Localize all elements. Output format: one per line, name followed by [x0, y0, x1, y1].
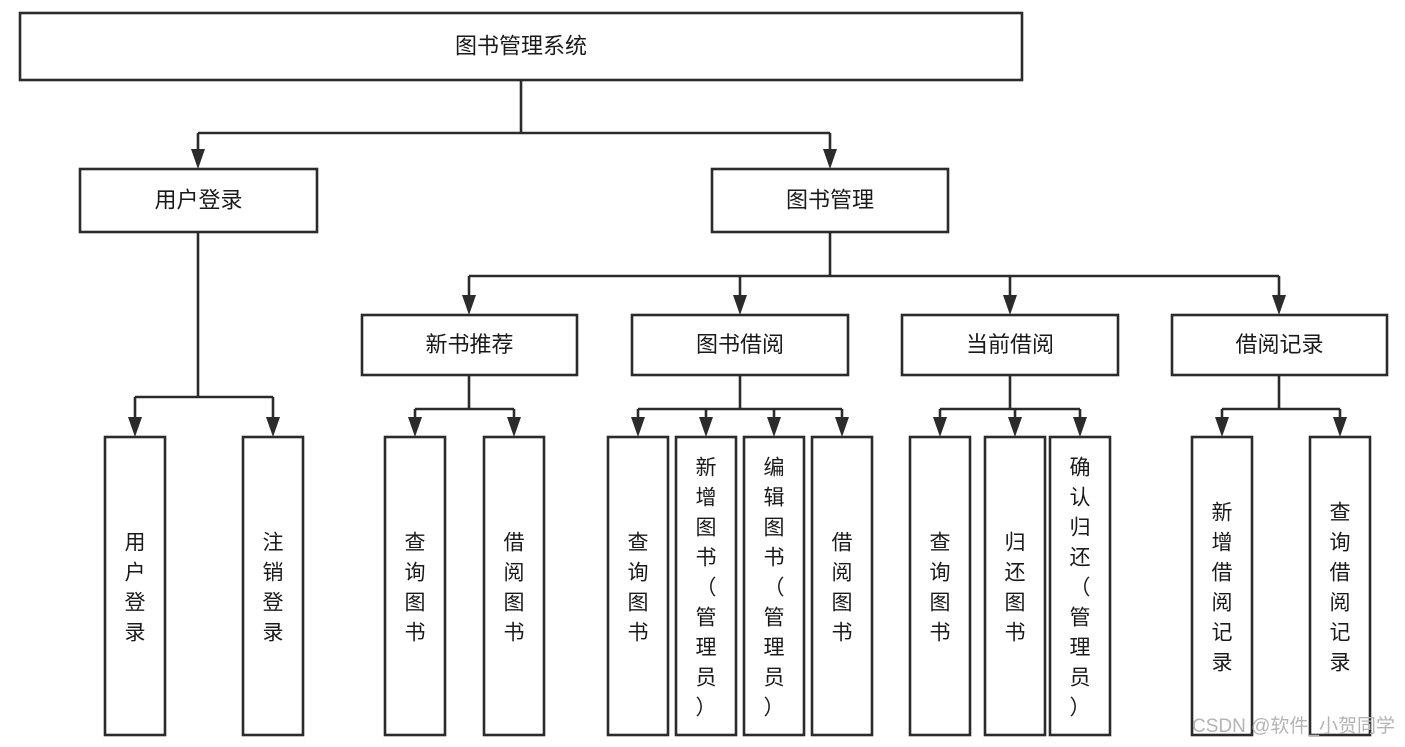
arrow-head-icon — [266, 417, 280, 437]
node-root[interactable]: 图书管理系统 — [18, 11, 1024, 82]
arrow-head-icon — [823, 149, 837, 169]
node-label-leaf-bb-add: 新增图书（管理员） — [696, 456, 717, 719]
node-leaf-bb-borrow[interactable]: 借阅图书 — [810, 435, 874, 737]
node-label-leaf-br-query: 查询借阅记录 — [1330, 501, 1351, 674]
arrow-head-icon — [631, 417, 645, 437]
arrow-head-icon — [767, 417, 781, 437]
connector-currentborrow-to-leaves — [933, 375, 1087, 437]
node-box-current-borrow[interactable] — [900, 313, 1120, 377]
connector-bookborrow-to-leaves — [631, 375, 849, 437]
node-label-leaf-user-login: 用户登录 — [125, 531, 146, 644]
node-leaf-logout[interactable]: 注销登录 — [241, 435, 305, 737]
node-book-borrow[interactable]: 图书借阅 — [630, 313, 850, 377]
node-box-user-login[interactable] — [78, 167, 319, 234]
node-leaf-bb-query[interactable]: 查询图书 — [606, 435, 670, 737]
arrow-head-icon — [128, 417, 142, 437]
arrow-head-icon — [1003, 295, 1017, 315]
nodes-layer: 图书管理系统用户登录图书管理新书推荐图书借阅当前借阅借阅记录用户登录注销登录查询… — [18, 11, 1389, 737]
node-label-leaf-cb-query: 查询图书 — [930, 531, 951, 644]
arrow-head-icon — [1333, 417, 1347, 437]
node-leaf-cb-confirm[interactable]: 确认归还（管理员） — [1048, 435, 1112, 737]
node-box-leaf-br-add[interactable] — [1190, 435, 1254, 737]
connector-root-to-level1 — [191, 80, 837, 169]
node-leaf-user-login[interactable]: 用户登录 — [103, 435, 167, 737]
node-label-current-borrow: 当前借阅 — [966, 332, 1054, 357]
node-leaf-br-add[interactable]: 新增借阅记录 — [1190, 435, 1254, 737]
node-label-user-login: 用户登录 — [154, 187, 242, 212]
node-box-book-borrow[interactable] — [630, 313, 850, 377]
node-box-leaf-bb-borrow[interactable] — [810, 435, 874, 737]
node-user-login[interactable]: 用户登录 — [78, 167, 319, 234]
node-box-root[interactable] — [18, 11, 1024, 82]
node-box-new-book-rec[interactable] — [360, 313, 579, 377]
node-new-book-rec[interactable]: 新书推荐 — [360, 313, 579, 377]
arrow-head-icon — [408, 417, 422, 437]
node-label-book-borrow: 图书借阅 — [696, 332, 784, 357]
connector-borrowrecord-to-leaves — [1215, 375, 1347, 437]
node-box-leaf-cb-query[interactable] — [908, 435, 972, 737]
node-leaf-cb-query[interactable]: 查询图书 — [908, 435, 972, 737]
node-box-leaf-rec-query[interactable] — [383, 435, 447, 737]
connector-bookmanage-to-level2 — [462, 232, 1286, 315]
arrow-head-icon — [507, 417, 521, 437]
node-box-leaf-cb-return[interactable] — [983, 435, 1047, 737]
node-label-leaf-rec-borrow: 借阅图书 — [504, 531, 525, 644]
node-box-leaf-cb-confirm[interactable] — [1048, 435, 1112, 737]
arrow-head-icon — [733, 295, 747, 315]
node-label-leaf-cb-return: 归还图书 — [1005, 531, 1026, 644]
node-label-new-book-rec: 新书推荐 — [425, 332, 513, 357]
node-label-leaf-rec-query: 查询图书 — [405, 531, 426, 644]
arrow-head-icon — [835, 417, 849, 437]
node-box-leaf-user-login[interactable] — [103, 435, 167, 737]
csdn-watermark: CSDN @软件_小贺同学 — [1192, 715, 1395, 737]
arrow-head-icon — [1215, 417, 1229, 437]
node-label-leaf-logout: 注销登录 — [263, 531, 284, 644]
node-current-borrow[interactable]: 当前借阅 — [900, 313, 1120, 377]
node-borrow-record[interactable]: 借阅记录 — [1170, 313, 1389, 377]
node-leaf-rec-query[interactable]: 查询图书 — [383, 435, 447, 737]
node-label-book-manage: 图书管理 — [786, 187, 874, 212]
arrow-head-icon — [933, 417, 947, 437]
node-label-borrow-record: 借阅记录 — [1235, 332, 1323, 357]
node-leaf-bb-add[interactable]: 新增图书（管理员） — [674, 435, 738, 737]
arrow-head-icon — [1008, 417, 1022, 437]
node-label-leaf-cb-confirm: 确认归还（管理员） — [1070, 456, 1091, 719]
node-book-manage[interactable]: 图书管理 — [710, 167, 950, 234]
arrow-head-icon — [699, 417, 713, 437]
node-box-borrow-record[interactable] — [1170, 313, 1389, 377]
node-box-leaf-rec-borrow[interactable] — [482, 435, 546, 737]
connector-userlogin-to-leaves — [128, 232, 280, 437]
node-label-root: 图书管理系统 — [455, 33, 587, 58]
connectors-layer — [128, 80, 1347, 437]
node-box-leaf-logout[interactable] — [241, 435, 305, 737]
node-label-leaf-bb-edit: 编辑图书（管理员） — [764, 456, 785, 719]
node-leaf-br-query[interactable]: 查询借阅记录 — [1308, 435, 1372, 737]
arrow-head-icon — [1272, 295, 1286, 315]
node-box-leaf-bb-edit[interactable] — [742, 435, 806, 737]
node-label-leaf-bb-query: 查询图书 — [628, 531, 649, 644]
node-box-leaf-bb-add[interactable] — [674, 435, 738, 737]
arrow-head-icon — [191, 149, 205, 169]
node-box-leaf-br-query[interactable] — [1308, 435, 1372, 737]
node-box-leaf-bb-query[interactable] — [606, 435, 670, 737]
node-leaf-rec-borrow[interactable]: 借阅图书 — [482, 435, 546, 737]
node-leaf-cb-return[interactable]: 归还图书 — [983, 435, 1047, 737]
arrow-head-icon — [1073, 417, 1087, 437]
connector-newbookrec-to-leaves — [408, 375, 521, 437]
node-label-leaf-bb-borrow: 借阅图书 — [832, 531, 853, 644]
node-box-book-manage[interactable] — [710, 167, 950, 234]
node-leaf-bb-edit[interactable]: 编辑图书（管理员） — [742, 435, 806, 737]
arrow-head-icon — [462, 295, 476, 315]
node-label-leaf-br-add: 新增借阅记录 — [1212, 501, 1233, 674]
